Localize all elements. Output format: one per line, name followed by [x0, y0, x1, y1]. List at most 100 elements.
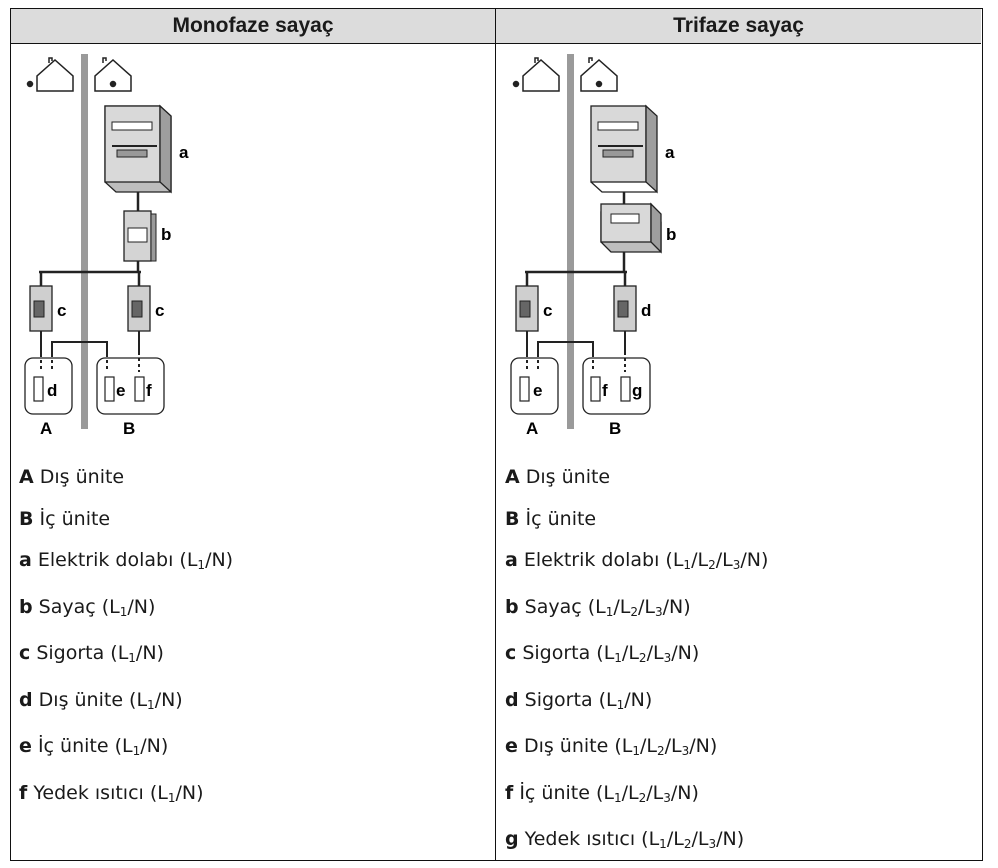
- legend-key: e: [19, 735, 32, 757]
- label-c: c: [543, 301, 552, 320]
- label-B: B: [609, 419, 621, 438]
- legend-text: Sayaç (L: [38, 595, 120, 618]
- legend-key: a: [505, 549, 518, 571]
- fuse-outdoor: [515, 285, 539, 332]
- legend-key: a: [19, 549, 32, 571]
- indoor-unit-box: [96, 357, 165, 415]
- label-c-indoor: c: [155, 301, 164, 320]
- fuse-indoor: [127, 285, 151, 332]
- header-threephase: Trifaze sayaç: [495, 9, 981, 44]
- wall-divider: [567, 54, 574, 429]
- legend-text: Sigorta (L: [36, 642, 129, 664]
- phase-subscript: 1: [132, 744, 141, 758]
- phase-subscript: 3: [732, 558, 741, 572]
- legend-suffix: /N): [670, 781, 699, 804]
- legend-text: Elektrik dolabı (L: [37, 549, 198, 571]
- legend-item-B: B İç ünite: [505, 499, 768, 541]
- legend-item-a: a Elektrik dolabı (L1/L2/L3/N): [505, 549, 769, 572]
- legend-suffix: /N): [662, 595, 691, 618]
- wiring-table: Monofaze sayaç Trifaze sayaç a: [10, 8, 983, 861]
- fuse-indoor: [613, 285, 637, 332]
- legend-text: Sayaç (L: [524, 595, 606, 618]
- legend-suffix: /N): [175, 781, 204, 804]
- phase-subscript: 1: [614, 651, 622, 665]
- legend-suffix: /N): [716, 828, 745, 850]
- phase-subscript: 2: [630, 604, 639, 619]
- label-g: g: [632, 381, 642, 400]
- legend-suffix: /N): [154, 688, 183, 711]
- threephase-diagram: a b c d e f: [510, 54, 676, 438]
- legend-key: A: [19, 466, 34, 488]
- legend-text: İç ünite: [525, 507, 597, 530]
- label-f: f: [602, 381, 608, 400]
- legend-suffix: /N): [740, 549, 769, 571]
- phase-subscript: 3: [655, 604, 663, 619]
- legend-text: Sigorta (L: [524, 688, 617, 711]
- legend-text: Dış ünite (L: [523, 735, 633, 757]
- label-d: d: [47, 381, 57, 400]
- threephase-meter-device: [600, 202, 662, 254]
- phase-subscript: 2: [708, 558, 716, 572]
- legend-item-f: f İç ünite (L1/L2/L3/N): [505, 781, 699, 805]
- label-e: e: [533, 381, 542, 400]
- outdoor-unit-box: [24, 357, 73, 415]
- legend-text: İç ünite: [39, 507, 111, 530]
- legend-item-e: e Dış ünite (L1/L2/L3/N): [505, 735, 718, 758]
- legend-key: d: [19, 688, 33, 711]
- phase-subscript: 2: [638, 790, 647, 805]
- label-e: e: [116, 381, 125, 400]
- phase-subscript: 1: [632, 744, 640, 758]
- phase-subscript: 1: [197, 558, 206, 572]
- label-c-outdoor: c: [57, 301, 66, 320]
- legend-key: b: [505, 595, 519, 618]
- outdoor-house-icon: [512, 57, 560, 92]
- legend-item-g: g Yedek ısıtıcı (L1/L2/L3/N): [505, 828, 745, 851]
- legend-key: c: [19, 642, 31, 664]
- phase-subscript: 1: [683, 558, 692, 572]
- legend-key: e: [505, 735, 518, 757]
- phase-subscript: 2: [683, 837, 692, 851]
- column-divider: [495, 9, 496, 860]
- outdoor-unit-box: [510, 357, 559, 415]
- label-b: b: [161, 225, 171, 244]
- legend-key: c: [505, 642, 517, 664]
- legend-suffix: /N): [671, 642, 700, 664]
- fuse-outdoor: [29, 285, 53, 332]
- wall-divider: [81, 54, 88, 429]
- label-A: A: [40, 419, 52, 438]
- label-b: b: [666, 225, 676, 244]
- legend-text: Sigorta (L: [522, 642, 615, 664]
- indoor-unit-box: [582, 357, 651, 415]
- meter-device: [123, 210, 157, 262]
- legend-text: Dış ünite (L: [38, 688, 148, 711]
- legend-suffix: /N): [140, 735, 169, 757]
- legend-suffix: /N): [127, 595, 156, 618]
- legend-key: b: [19, 595, 33, 618]
- header-monophase: Monofaze sayaç: [11, 9, 495, 44]
- legend-item-d: d Dış ünite (L1/N): [19, 680, 233, 727]
- legend-key: A: [505, 466, 520, 488]
- phase-subscript: 1: [167, 790, 176, 805]
- legend-text: Yedek ısıtıcı (L: [524, 828, 660, 850]
- phase-subscript: 1: [616, 697, 625, 712]
- legend-key: f: [505, 781, 514, 804]
- legend-suffix: /N): [689, 735, 718, 757]
- legend-item-d: d Sigorta (L1/N): [505, 680, 768, 727]
- legend-item-B: B İç ünite: [19, 499, 233, 541]
- phase-subscript: 1: [659, 837, 667, 851]
- label-A: A: [526, 419, 538, 438]
- legend-key: d: [505, 688, 519, 711]
- legend-item-f: f Yedek ısıtıcı (L1/N): [19, 773, 233, 820]
- legend-text: İç ünite (L: [37, 735, 133, 757]
- outdoor-house-icon: [26, 57, 74, 92]
- monophase-diagram: a b c c d: [24, 54, 189, 438]
- legend-text: İç ünite (L: [519, 781, 614, 804]
- phase-subscript: 3: [663, 651, 672, 665]
- label-a: a: [665, 143, 675, 162]
- label-B: B: [123, 419, 135, 438]
- phase-subscript: 1: [128, 651, 136, 665]
- legend-item-e: e İç ünite (L1/N): [19, 726, 233, 773]
- phase-subscript: 1: [605, 604, 614, 619]
- legend-item-A: A Dış ünite: [19, 457, 233, 499]
